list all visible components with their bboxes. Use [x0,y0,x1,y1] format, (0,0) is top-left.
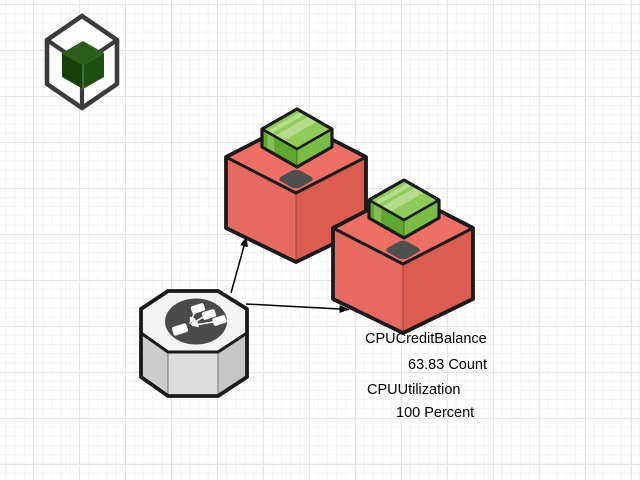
edge-balancer-to-instance-2[interactable] [245,303,350,313]
package-stripe-narrow [266,111,306,134]
node-load-balancer[interactable] [139,289,249,398]
octagon-side-edges [167,352,219,396]
cube-slot [279,169,313,189]
cube-inner-edges [225,155,367,195]
package-inner-edges [368,198,440,222]
package-outline [260,107,334,169]
node-instance-1[interactable] [224,107,368,264]
package-right-face [404,200,439,238]
package-stripe-wide [274,116,318,141]
package-icon [260,107,334,169]
cube-slot [386,240,420,260]
package-stripe-narrow [373,182,413,205]
cube-inner-edges [332,226,474,266]
package-inner-edges [261,127,333,151]
fanout-line [191,321,214,328]
logo-green-cube [62,41,104,89]
isometric-cube-logo [44,13,120,111]
target-block [201,309,217,320]
edges [230,236,350,313]
target-block [190,303,206,314]
metric-value-cpuutilization[interactable]: 100 Percent [396,405,475,421]
package-icon [367,178,441,240]
package-right-face [297,129,332,167]
load-balancer-icon [171,303,227,336]
octagon-inner-edges [140,331,248,354]
package-stripe-wide [381,187,425,212]
package-outline [367,178,441,240]
logo-green-cube-right [83,53,104,89]
package-stripe-side [374,203,382,226]
target-block [212,315,227,326]
logo-green-cube-left [62,53,83,89]
metric-name-cpuutilization[interactable]: CPUUtilization [367,382,461,398]
metric-value-cpucreditbalance[interactable]: 63.83 Count [408,357,488,373]
package-stripe-side [267,132,275,155]
octagon-outline [139,289,249,398]
edge-balancer-to-instance-1[interactable] [230,236,248,294]
source-block [171,323,189,336]
node-instance-2[interactable] [331,178,475,335]
octagon-front-face [168,352,218,396]
metric-name-cpucreditbalance[interactable]: CPUCreditBalance [365,331,487,347]
